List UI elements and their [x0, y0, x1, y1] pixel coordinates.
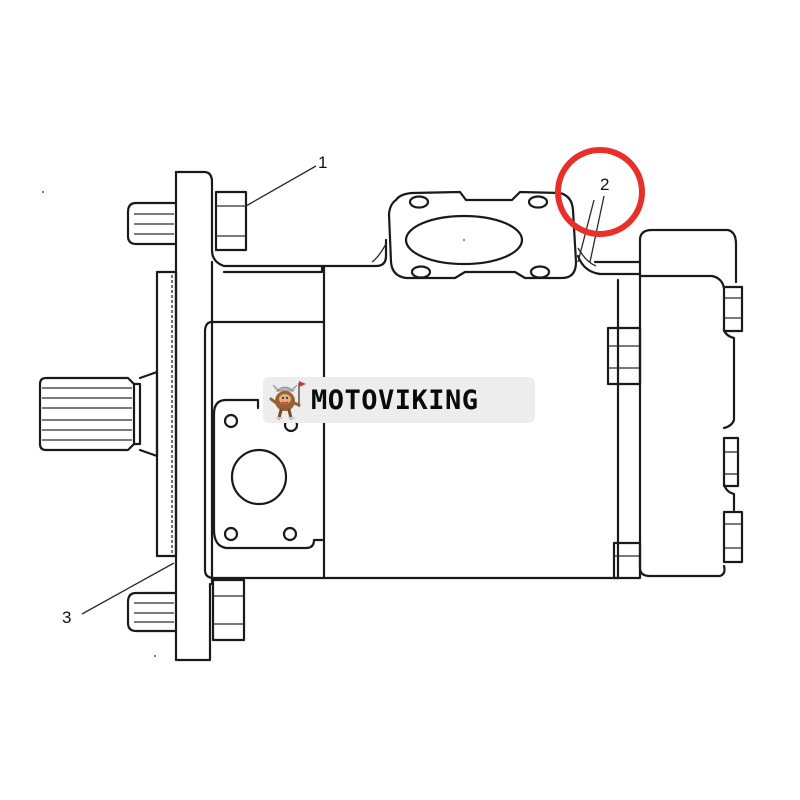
- viking-mascot-icon: [269, 381, 306, 420]
- rear-cover-bolt-3: [722, 510, 744, 564]
- brand-watermark: MOTOVIKING: [263, 377, 535, 423]
- upper-bolt-head: [214, 190, 248, 252]
- rear-cover-bolt-1: [722, 285, 744, 333]
- highlight-ring: [555, 147, 645, 237]
- drive-shaft: [38, 370, 159, 458]
- callout-3-label: 3: [62, 608, 72, 627]
- rear-cover-bolt-2: [722, 436, 740, 488]
- brand-name: MOTOVIKING: [311, 384, 479, 416]
- callout-1-leader: [245, 165, 317, 207]
- callout-2-leader: [589, 195, 605, 263]
- callout-1-label: 1: [318, 153, 328, 172]
- upper-stud: [126, 201, 178, 246]
- rear-cover: [638, 228, 738, 578]
- housing-side-nut: [606, 326, 642, 386]
- lower-stud: [126, 591, 178, 633]
- lower-bolt-head: [211, 578, 246, 642]
- front-cover: [203, 320, 326, 580]
- callout-2-label: 2: [600, 175, 610, 194]
- callout-3-leader: [81, 562, 175, 615]
- port-flange: [371, 190, 597, 280]
